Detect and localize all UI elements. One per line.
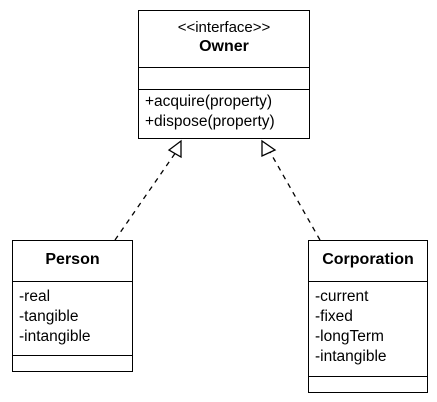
realization-corporation-owner <box>261 139 321 241</box>
owner-header: <<interface>> Owner <box>139 11 309 67</box>
corporation-attribute: -current <box>315 288 369 305</box>
corporation-attribute: -intangible <box>315 348 387 365</box>
person-class-box[interactable]: Person -real -tangible -intangible <box>12 240 133 372</box>
realization-arrowhead-icon <box>261 139 277 158</box>
corporation-attribute: -fixed <box>315 308 353 325</box>
owner-class-name: Owner <box>199 38 249 55</box>
owner-operation: +dispose(property) <box>145 113 275 130</box>
owner-interface-box[interactable]: <<interface>> Owner +acquire(property) +… <box>138 10 310 139</box>
person-attribute: -intangible <box>19 328 91 345</box>
corporation-attributes-section: -current -fixed -longTerm -intangible <box>309 281 427 376</box>
person-attribute: -real <box>19 288 51 305</box>
person-header: Person <box>13 241 132 281</box>
realization-person-owner <box>114 139 182 241</box>
person-class-name: Person <box>45 251 100 268</box>
corporation-class-name: Corporation <box>322 251 414 268</box>
person-operations-section <box>13 355 132 370</box>
realization-arrowhead-icon <box>167 139 182 159</box>
corporation-class-box[interactable]: Corporation -current -fixed -longTerm -i… <box>308 240 428 393</box>
person-attributes-section: -real -tangible -intangible <box>13 281 132 355</box>
owner-operations-section: +acquire(property) +dispose(property) <box>139 89 309 132</box>
corporation-header: Corporation <box>309 241 427 281</box>
owner-attributes-section <box>139 67 309 89</box>
owner-operation: +acquire(property) <box>145 93 273 110</box>
person-attribute: -tangible <box>19 308 79 325</box>
corporation-attribute: -longTerm <box>315 328 384 345</box>
corporation-operations-section <box>309 376 427 391</box>
owner-stereotype: <<interface>> <box>177 19 271 36</box>
